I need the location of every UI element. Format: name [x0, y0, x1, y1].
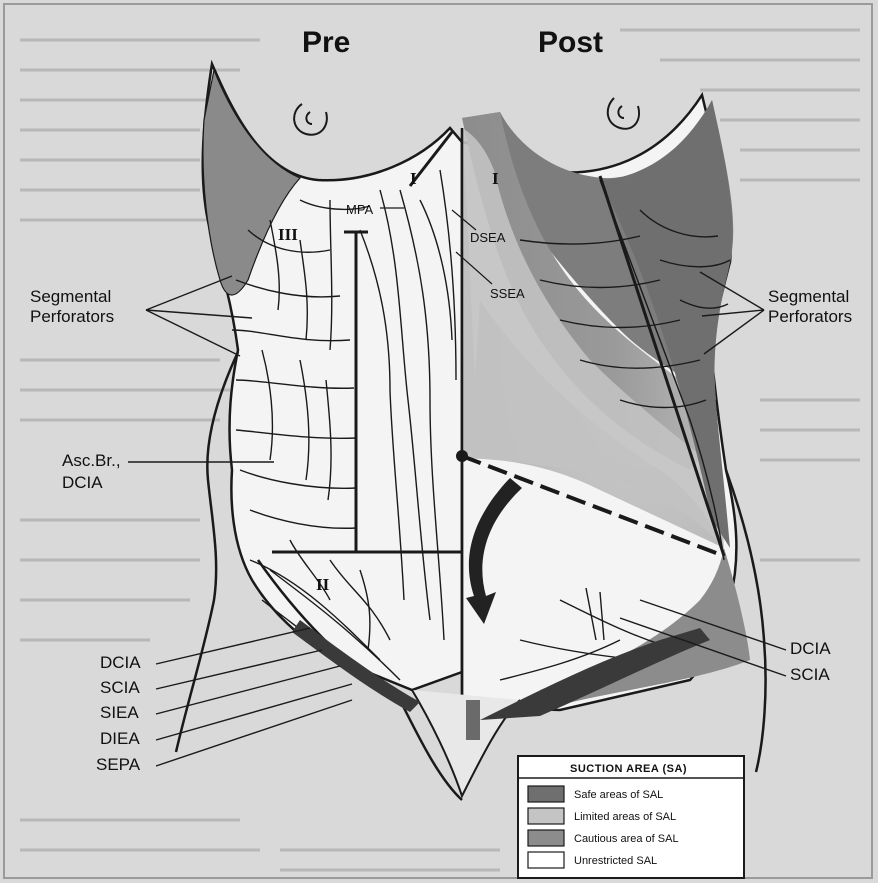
segmental-left-line1: Segmental — [30, 287, 111, 306]
legend-label-limited: Limited areas of SAL — [574, 811, 676, 823]
asc-br-label-line1: Asc.Br., — [62, 451, 121, 470]
mpa-label: MPA — [346, 202, 374, 217]
legend-swatch-safe — [528, 786, 564, 802]
asc-br-label-line2: DCIA — [62, 473, 103, 492]
zone-II-label: II — [316, 575, 330, 594]
left-vessel-siea: SIEA — [100, 703, 139, 722]
left-vessel-diea: DIEA — [100, 729, 140, 748]
left-vessel-scia: SCIA — [100, 678, 140, 697]
dcia-origin-dot — [456, 450, 468, 462]
post-header: Post — [538, 26, 603, 59]
segmental-right-line1: Segmental — [768, 287, 849, 306]
zone-I-label-post: I — [492, 169, 499, 188]
left-vessel-sepa: SEPA — [96, 755, 141, 774]
legend-label-unrestricted: Unrestricted SAL — [574, 855, 657, 867]
segmental-right-line2: Perforators — [768, 307, 852, 326]
pre-header: Pre — [302, 26, 350, 59]
ssea-label: SSEA — [490, 286, 525, 301]
segmental-left-line2: Perforators — [30, 307, 114, 326]
legend-swatch-limited — [528, 808, 564, 824]
left-vessel-dcia: DCIA — [100, 653, 141, 672]
legend: SUCTION AREA (SA) Safe areas of SAL Limi… — [518, 756, 744, 878]
legend-title: SUCTION AREA (SA) — [570, 763, 687, 775]
zone-III-label: III — [278, 225, 298, 244]
legend-swatch-cautious — [528, 830, 564, 846]
legend-swatch-unrestricted — [528, 852, 564, 868]
pubic-dark-patch — [466, 700, 480, 740]
right-vessel-scia: SCIA — [790, 665, 830, 684]
dsea-label: DSEA — [470, 230, 506, 245]
legend-label-cautious: Cautious area of SAL — [574, 833, 679, 845]
right-vessel-dcia: DCIA — [790, 639, 831, 658]
zone-I-label: I — [410, 169, 417, 188]
legend-label-safe: Safe areas of SAL — [574, 789, 663, 801]
